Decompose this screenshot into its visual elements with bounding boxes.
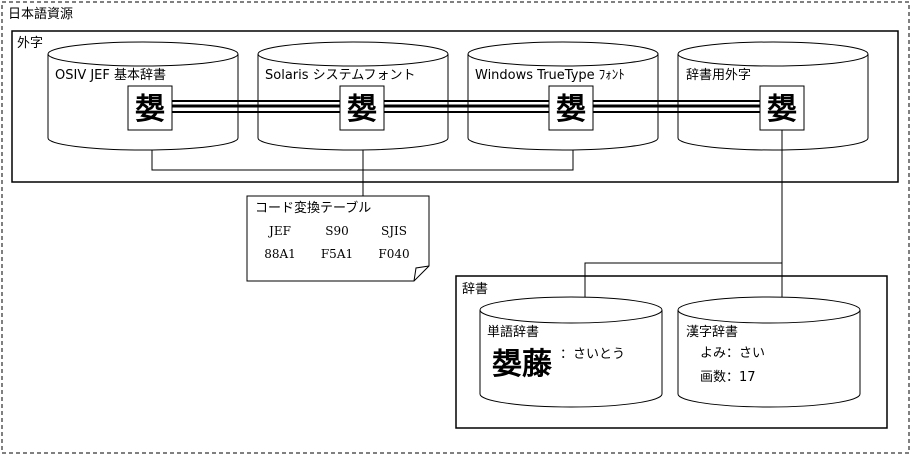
- code-table-header: S90: [325, 224, 349, 238]
- kanji-dict-yomi: よみ：さい: [700, 346, 765, 361]
- word-dict-reading: ：さいとう: [560, 347, 625, 362]
- cylinder-label: OSIV JEF 基本辞書: [55, 68, 166, 83]
- cylinder-label: Windows TrueType ﾌｫﾝﾄ: [475, 68, 625, 83]
- gaiji-glyph: 嫢: [347, 92, 377, 127]
- glyph-link-lines: [172, 100, 765, 113]
- cylinder-label: Solaris システムフォント: [265, 68, 415, 83]
- cylinder-kanji-dict: 漢字辞書 よみ：さい 画数：17: [677, 296, 861, 408]
- code-table-header: SJIS: [381, 224, 407, 238]
- gaiji-glyph: 嫢: [135, 92, 165, 127]
- word-dict-entry: 嫢藤: [492, 347, 553, 382]
- jisho-label: 辞書: [462, 282, 488, 297]
- glyph-box-3: 嫢: [548, 85, 594, 131]
- root-label: 日本語資源: [8, 6, 73, 22]
- glyph-box-2: 嫢: [339, 85, 385, 131]
- kanji-dict-strokes: 画数：17: [700, 370, 756, 385]
- gaiji-glyph: 嫢: [556, 92, 586, 127]
- code-table-header: JEF: [267, 224, 291, 238]
- code-table-title: コード変換テーブル: [255, 200, 371, 216]
- gaiji-glyph: 嫢: [767, 92, 797, 127]
- kanji-dict-label: 漢字辞書: [686, 325, 738, 340]
- connector-jisho-branch: [584, 262, 782, 298]
- word-dict-label: 単語辞書: [487, 324, 539, 340]
- gaiji-label: 外字: [17, 36, 43, 51]
- glyph-box-4: 嫢: [759, 85, 805, 131]
- code-table-note: コード変換テーブル JEF S90 SJIS 88A1 F5A1 F040: [246, 195, 430, 282]
- gaiji-box: [11, 30, 899, 183]
- cylinder-word-dict: 単語辞書 嫢藤 ：さいとう: [479, 296, 663, 408]
- glyph-box-1: 嫢: [127, 85, 173, 131]
- code-table-value: F5A1: [321, 247, 353, 261]
- cylinder-label: 辞書用外字: [686, 68, 751, 83]
- code-table-value: 88A1: [264, 247, 296, 261]
- jisho-box: [455, 275, 888, 429]
- code-table-value: F040: [378, 247, 409, 261]
